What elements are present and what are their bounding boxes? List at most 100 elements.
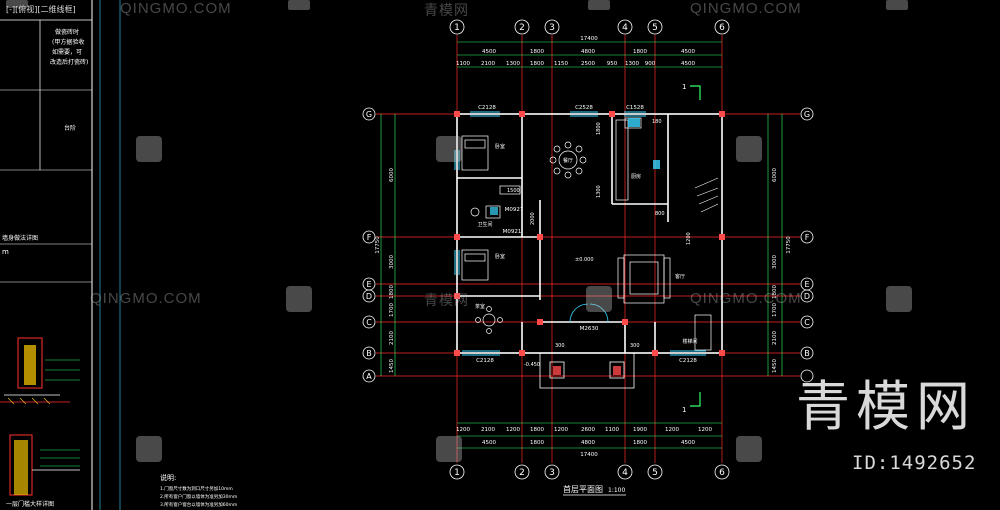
dim-1800-inner: 1800 (596, 122, 602, 135)
dim-top-detail-1: 1100 (456, 61, 470, 67)
window-c2128-top: C2128 (478, 105, 496, 111)
axis-row-right-d: D (804, 292, 810, 301)
dim-bottom-total: 17400 (580, 452, 598, 458)
dim-bottom-main-5: 4500 (681, 440, 695, 446)
section-mark-bottom: 1 (682, 406, 686, 414)
axis-label-top-6: 6 (719, 23, 725, 33)
axis-row-left-c: C (366, 318, 372, 327)
dim-300-left: 300 (555, 343, 565, 349)
room-living: 客厅 (675, 273, 685, 280)
dim-bottom-main-1: 4500 (482, 440, 496, 446)
dim-left-row-3: 1700 (389, 303, 395, 317)
plan-title: 首层平面图 (563, 484, 603, 494)
level-indoor: ±0.000 (575, 257, 594, 263)
dim-right-row-1: 3000 (772, 255, 778, 269)
room-bathroom: 卫生间 (477, 221, 492, 228)
dim-300-right: 300 (630, 343, 640, 349)
window-c2128-bottom-left: C2128 (476, 358, 494, 364)
dim-bottom-detail-7: 1100 (605, 427, 619, 433)
section-mark-top: 1 (682, 83, 686, 91)
note-text-3: 如需要，可 (52, 48, 82, 56)
window-c2128-bottom-right: C2128 (679, 358, 697, 364)
axis-bubbles-rows (362, 107, 814, 383)
dim-2000: 2000 (530, 212, 536, 225)
dim-top-main-2: 1800 (530, 49, 544, 55)
axis-grid (376, 35, 800, 463)
floor-plan[interactable]: 1 2 3 4 5 6 1 2 3 4 5 6 (362, 19, 814, 496)
dim-bottom-detail-5: 1200 (554, 427, 568, 433)
left-sheet-panel: [-][俯视][二维线框] 做瓷砖时 (甲方据验收 如需要，可 改造后打瓷砖) … (0, 0, 121, 510)
dim-bottom-main-2: 1800 (530, 440, 544, 446)
axis-row-right-f: F (805, 233, 810, 242)
dim-bottom-detail-4: 1800 (530, 427, 544, 433)
detail-drawing-upper (0, 337, 80, 405)
dim-left-row-4: 2100 (389, 331, 395, 345)
dim-bottom-detail-1: 1200 (456, 427, 470, 433)
axis-label-top-5: 5 (652, 23, 658, 33)
dim-right-total: 17750 (786, 236, 792, 254)
axis-label-bottom-5: 5 (652, 468, 658, 478)
dim-bottom-detail-6: 2600 (581, 427, 595, 433)
axis-row-right-e: E (804, 280, 809, 289)
room-bedroom-upper: 卧室 (495, 143, 505, 150)
axis-label-top-1: 1 (454, 23, 460, 33)
dim-left-total: 17750 (375, 236, 381, 254)
furniture (461, 117, 719, 351)
axis-row-left-e: E (366, 280, 371, 289)
dim-1300: 1300 (596, 185, 602, 198)
dim-bottom-detail-10: 1200 (698, 427, 712, 433)
dim-top-main-5: 4500 (681, 49, 695, 55)
watermark-id: ID:1492652 (852, 452, 977, 474)
windows (454, 111, 706, 356)
dim-top-detail-4: 1800 (530, 61, 544, 67)
dim-top-detail-10: 4500 (681, 61, 695, 67)
dim-1200-inner: 1200 (686, 232, 692, 245)
columns (454, 111, 725, 356)
axis-row-left-g: G (366, 110, 372, 119)
entrance-porch (539, 303, 635, 389)
dim-top-detail-6: 2500 (581, 61, 595, 67)
dim-top-main-3: 4800 (581, 49, 595, 55)
plan-scale: 1:100 (608, 487, 625, 494)
dim-right-upper: 6000 (772, 168, 778, 182)
room-dining: 餐厅 (563, 157, 573, 164)
dim-left-row-1: 3000 (389, 255, 395, 269)
dim-top-detail-7: 950 (607, 61, 618, 67)
notes-line-2: 2.所有窗户门窗以墙体为准另加30mm (160, 493, 237, 500)
room-bedroom-lower: 卧室 (495, 253, 505, 260)
axis-label-top-2: 2 (519, 23, 525, 33)
dim-bottom-detail-3: 1200 (506, 427, 520, 433)
axis-bubbles-bottom (449, 464, 730, 480)
viewport-tab[interactable]: [-][俯视][二维线框] (6, 4, 76, 14)
dim-bottom-detail-2: 2100 (481, 427, 495, 433)
watermark-text-4: QINGMO.COM (120, 0, 232, 17)
door-m0921: M0921 (503, 229, 522, 235)
room-stairwell: 楼梯间 (682, 338, 697, 345)
notes-line-1: 1.门窗尺寸数为洞口尺寸另加10mm (160, 485, 233, 492)
dim-top-detail-8: 1300 (625, 61, 639, 67)
axis-row-left-a: A (366, 372, 372, 381)
dim-left-row-2: 1800 (389, 285, 395, 299)
notes-line-3: 3.所有窗户窗台以墙体为准另加60mm (160, 501, 237, 508)
dim-bottom-detail-9: 1200 (665, 427, 679, 433)
dim-top-detail-9: 900 (645, 61, 656, 67)
dim-top-main-1: 4500 (482, 49, 496, 55)
axis-row-left-b: B (366, 349, 372, 358)
dim-left-upper: 6000 (389, 168, 395, 182)
dim-left-row-5: 1450 (389, 359, 395, 373)
axis-label-bottom-6: 6 (719, 468, 725, 478)
axis-label-bottom-2: 2 (519, 468, 525, 478)
dimension-lines (380, 41, 783, 449)
axis-label-top-3: 3 (549, 23, 555, 33)
dim-top-main-4: 1800 (633, 49, 647, 55)
window-c2528: C2528 (575, 105, 593, 111)
section-label: 墙身做法详图 (2, 234, 38, 242)
watermark-logo: 青模网 (796, 375, 976, 438)
axis-bubbles-top (449, 19, 730, 35)
detail-caption: 一层门槛大样详图 (6, 500, 54, 508)
detail-drawing-lower: 一层门槛大样详图 (6, 434, 80, 508)
axis-row-left-f: F (367, 233, 372, 242)
note-text-1: 做瓷砖时 (55, 28, 79, 36)
dim-right-row-3: 1700 (772, 303, 778, 317)
